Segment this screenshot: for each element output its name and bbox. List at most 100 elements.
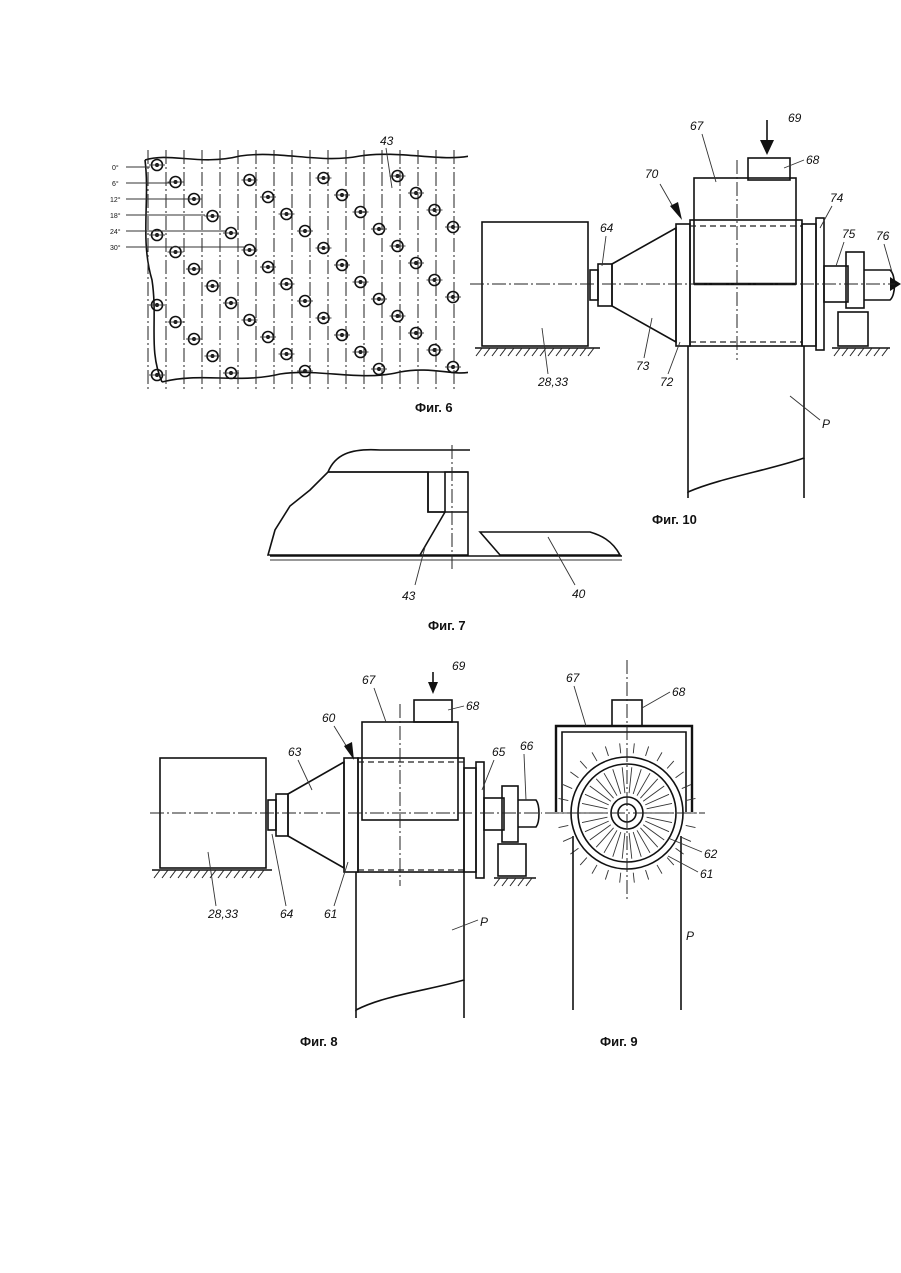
ground-hatch xyxy=(556,348,562,356)
ground-hatch xyxy=(516,348,522,356)
label-60-fig8: 60 xyxy=(322,711,336,725)
drum-blade xyxy=(645,821,669,832)
ground-hatch xyxy=(588,348,594,356)
fig9-caption: Фиг. 9 xyxy=(600,1034,638,1049)
angle-label-30: 30° xyxy=(110,244,121,252)
label-p-fig10: P xyxy=(822,417,830,431)
drum-blade xyxy=(643,825,664,840)
drum-blade xyxy=(629,767,632,793)
drum-spray xyxy=(676,772,684,778)
fig7-caption: Фиг. 7 xyxy=(428,618,466,633)
drum-spray xyxy=(657,752,662,761)
label-61-fig9: 61 xyxy=(700,867,713,881)
fig10-caption: Фиг. 10 xyxy=(652,512,697,527)
label-2833-fig10: 28,33 xyxy=(537,375,568,389)
ground-hatch xyxy=(510,878,516,886)
label-64-fig8: 64 xyxy=(280,907,294,921)
ground-hatch xyxy=(194,870,200,878)
ground-hatch xyxy=(500,348,506,356)
ground-hatch xyxy=(866,348,872,356)
ground-hatch xyxy=(548,348,554,356)
label-p-fig9: P xyxy=(686,929,694,943)
drum-spray xyxy=(605,746,608,756)
ground-hatch xyxy=(526,878,532,886)
label-64-fig10: 64 xyxy=(600,221,614,235)
drum-blade xyxy=(640,828,657,847)
drum-spray xyxy=(559,825,569,827)
label-76-fig10: 76 xyxy=(876,229,890,243)
drum-blade xyxy=(622,767,625,793)
ground-hatch xyxy=(874,348,880,356)
drum-blade xyxy=(596,779,613,798)
label-67-fig8: 67 xyxy=(362,673,377,687)
label-70-fig10: 70 xyxy=(645,167,659,181)
drum-spray xyxy=(570,848,578,854)
chamber-67-fig8 xyxy=(362,722,458,820)
label-67-fig10: 67 xyxy=(690,119,705,133)
chamber-67 xyxy=(694,178,796,284)
drum-spray xyxy=(633,873,634,883)
label-68-fig8: 68 xyxy=(466,699,480,713)
figure-7: 43 40 Фиг. 7 xyxy=(268,445,622,633)
drum-spray xyxy=(686,825,696,827)
inlet-68-fig8 xyxy=(414,700,452,722)
angle-label-24: 24° xyxy=(110,228,121,236)
fig8-caption: Фиг. 8 xyxy=(300,1034,338,1049)
label-67-fig9: 67 xyxy=(566,671,581,685)
ground-hatch xyxy=(250,870,256,878)
drum-spray xyxy=(592,865,597,874)
label-68-fig10: 68 xyxy=(806,153,820,167)
drum-spray xyxy=(682,837,691,841)
ground-hatch xyxy=(532,348,538,356)
drum-blade xyxy=(585,794,609,805)
label-63-fig8: 63 xyxy=(288,745,302,759)
label-74-fig10: 74 xyxy=(830,191,844,205)
drum-spray xyxy=(570,772,578,778)
drum-blade xyxy=(647,817,672,822)
ground-hatch xyxy=(226,870,232,878)
drum-blade xyxy=(645,794,669,805)
ground-hatch xyxy=(834,348,840,356)
drum-blade xyxy=(647,803,672,808)
ground-hatch xyxy=(178,870,184,878)
drum-spray xyxy=(559,798,569,800)
drum-blade xyxy=(590,825,611,840)
label-69-fig10: 69 xyxy=(788,111,802,125)
ground-hatch xyxy=(476,348,482,356)
figure-8: 60 63 67 69 68 65 66 64 61 28,33 P Фиг. … xyxy=(150,659,542,1049)
drum-spray xyxy=(592,752,597,761)
angle-label-12: 12° xyxy=(110,196,121,204)
ground-hatch xyxy=(508,348,514,356)
drum-spray xyxy=(686,798,696,800)
drum-spray xyxy=(563,837,572,841)
ground-hatch xyxy=(858,348,864,356)
figure-10: 67 69 68 70 74 75 76 64 73 72 28,33 P Фи… xyxy=(470,111,901,527)
label-61-fig8: 61 xyxy=(324,907,337,921)
label-p-fig8: P xyxy=(480,915,488,929)
label-2833-fig8: 28,33 xyxy=(207,907,238,921)
drum-blade xyxy=(585,821,609,832)
drum-spray xyxy=(620,873,621,883)
drum-blade xyxy=(629,833,632,859)
drum-blade xyxy=(596,828,613,847)
drum-spray xyxy=(646,746,649,756)
drum-spray xyxy=(657,865,662,874)
angle-label-0: 0° xyxy=(112,164,119,172)
ground-hatch xyxy=(564,348,570,356)
cone-63 xyxy=(288,762,344,868)
ground-hatch xyxy=(258,870,264,878)
drum-blade xyxy=(582,803,607,808)
label-43-fig6: 43 xyxy=(380,134,394,148)
ground-hatch xyxy=(202,870,208,878)
inlet-68 xyxy=(748,158,790,180)
label-69-fig8: 69 xyxy=(452,659,466,673)
drum-spray xyxy=(580,858,587,865)
ground-hatch xyxy=(842,348,848,356)
label-68-fig9: 68 xyxy=(672,685,686,699)
ground-hatch xyxy=(242,870,248,878)
drum-spray xyxy=(580,761,587,768)
ground-hatch xyxy=(850,348,856,356)
ground-hatch xyxy=(502,878,508,886)
ground-hatch xyxy=(218,870,224,878)
